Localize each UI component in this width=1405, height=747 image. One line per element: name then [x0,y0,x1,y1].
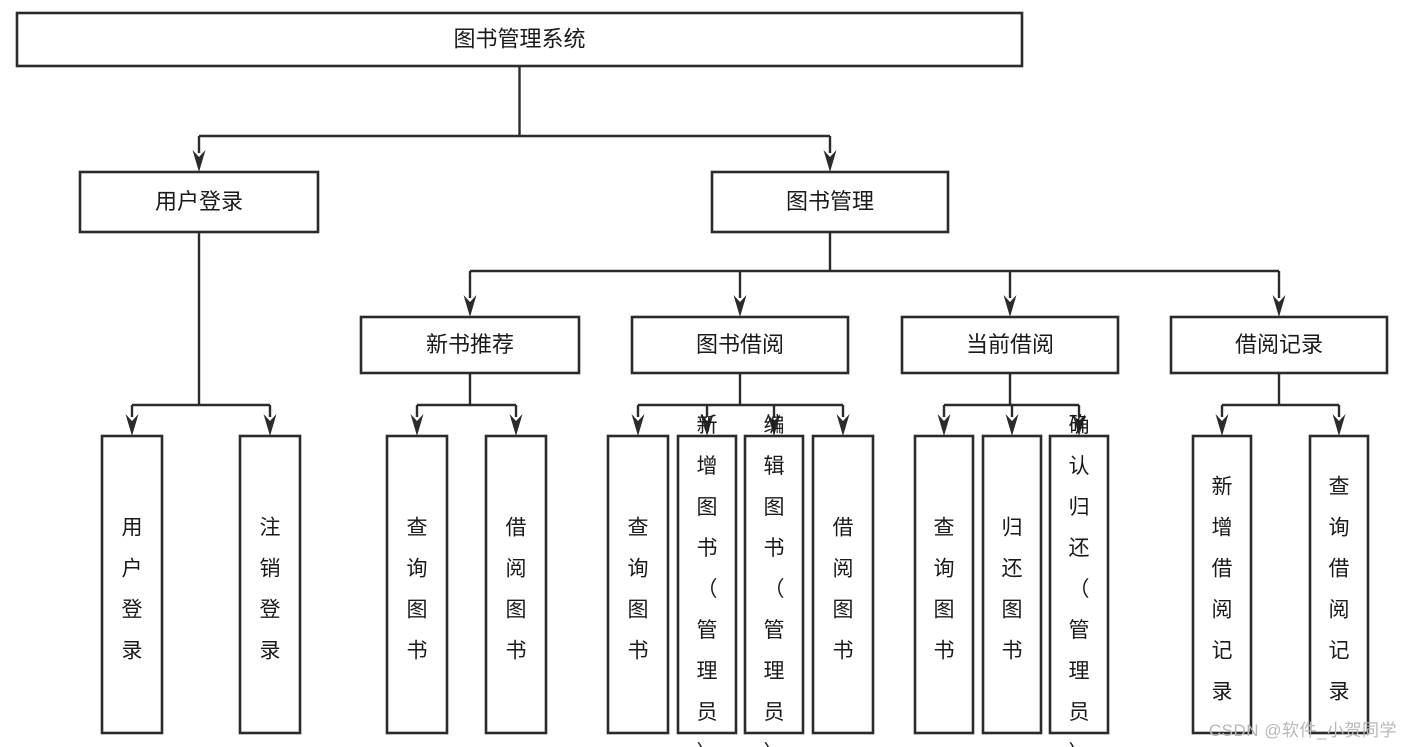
node-leaf9[interactable]: 查询图书 [913,434,975,735]
node-label: 用户登录 [155,189,243,214]
connector-layer [125,66,1346,436]
connector-group [1215,373,1346,436]
node-leaf3[interactable]: 查询图书 [385,434,449,735]
node-box[interactable] [359,315,581,375]
arrow-head-icon [1272,295,1286,317]
node-label: 图书管理系统 [453,26,585,51]
node-box[interactable] [676,434,738,735]
node-box[interactable] [710,170,950,234]
node-leaf12[interactable]: 新增借阅记录 [1191,434,1253,735]
arrow-head-icon [700,414,714,436]
node-box[interactable] [385,434,449,735]
node-label: 借阅图书 [833,516,854,662]
node-root[interactable]: 图书管理系统 [15,11,1024,68]
node-leaf5[interactable]: 查询图书 [606,434,670,735]
node-label: 借阅图书 [506,516,527,662]
arrow-head-icon [1005,414,1019,436]
connector-group [410,373,523,436]
node-label: 归还图书 [1002,516,1023,662]
arrow-head-icon [836,414,850,436]
arrow-head-icon [937,414,951,436]
node-label: 借阅记录 [1235,332,1323,357]
node-label: 查询图书 [407,516,428,662]
arrow-head-icon [823,150,837,172]
node-leaf11[interactable]: 确认归还（管理员） [1048,414,1110,747]
node-box[interactable] [1191,434,1253,735]
node-leaf6[interactable]: 新增图书（管理员） [676,414,738,747]
node-box[interactable] [900,315,1120,375]
arrow-head-icon [1215,414,1229,436]
connector-group [463,232,1286,317]
arrow-head-icon [509,414,523,436]
node-login[interactable]: 用户登录 [78,170,320,234]
node-box[interactable] [743,434,805,735]
node-label: 新增图书（管理员） [697,414,718,747]
node-box[interactable] [913,434,975,735]
node-newbook[interactable]: 新书推荐 [359,315,581,375]
node-current[interactable]: 当前借阅 [900,315,1120,375]
node-label: 新书推荐 [426,332,514,357]
node-box[interactable] [981,434,1043,735]
arrow-head-icon [125,414,139,436]
node-box[interactable] [484,434,548,735]
node-layer: 图书管理系统用户登录图书管理新书推荐图书借阅当前借阅借阅记录用户登录注销登录查询… [15,11,1389,747]
node-records[interactable]: 借阅记录 [1169,315,1389,375]
node-label: 图书管理 [786,189,874,214]
node-leaf7[interactable]: 编辑图书（管理员） [743,414,805,747]
node-leaf13[interactable]: 查询借阅记录 [1308,434,1370,735]
node-label: 查询图书 [934,516,955,662]
arrow-head-icon [263,414,277,436]
node-box[interactable] [78,170,320,234]
arrow-head-icon [1332,414,1346,436]
node-leaf8[interactable]: 借阅图书 [811,434,875,735]
node-box[interactable] [811,434,875,735]
node-label: 注销登录 [260,516,281,662]
node-box[interactable] [15,11,1024,68]
node-label: 图书借阅 [696,332,784,357]
arrow-head-icon [733,295,747,317]
node-leaf4[interactable]: 借阅图书 [484,434,548,735]
node-leaf1[interactable]: 用户登录 [100,434,164,735]
connector-group [631,373,850,436]
arrow-head-icon [463,295,477,317]
node-bookmgmt[interactable]: 图书管理 [710,170,950,234]
node-box[interactable] [606,434,670,735]
node-label: 当前借阅 [966,332,1054,357]
node-box[interactable] [1169,315,1389,375]
node-label: 编辑图书（管理员） [764,414,785,747]
node-leaf2[interactable]: 注销登录 [238,434,302,735]
arrow-head-icon [631,414,645,436]
connector-group [192,66,837,172]
node-borrow[interactable]: 图书借阅 [630,315,850,375]
node-label: 新增借阅记录 [1212,475,1233,703]
arrow-head-icon [410,414,424,436]
arrow-head-icon [1072,414,1086,436]
arrow-head-icon [192,150,206,172]
node-label: 确认归还（管理员） [1069,414,1090,747]
arrow-head-icon [767,414,781,436]
node-box[interactable] [1308,434,1370,735]
connector-group [125,232,277,436]
arrow-head-icon [1003,295,1017,317]
connector-group [937,373,1086,436]
node-label: 用户登录 [122,516,143,662]
node-label: 查询图书 [628,516,649,662]
node-box[interactable] [630,315,850,375]
node-leaf10[interactable]: 归还图书 [981,434,1043,735]
node-box[interactable] [100,434,164,735]
node-label: 查询借阅记录 [1329,475,1350,703]
node-box[interactable] [238,434,302,735]
node-box[interactable] [1048,434,1110,735]
